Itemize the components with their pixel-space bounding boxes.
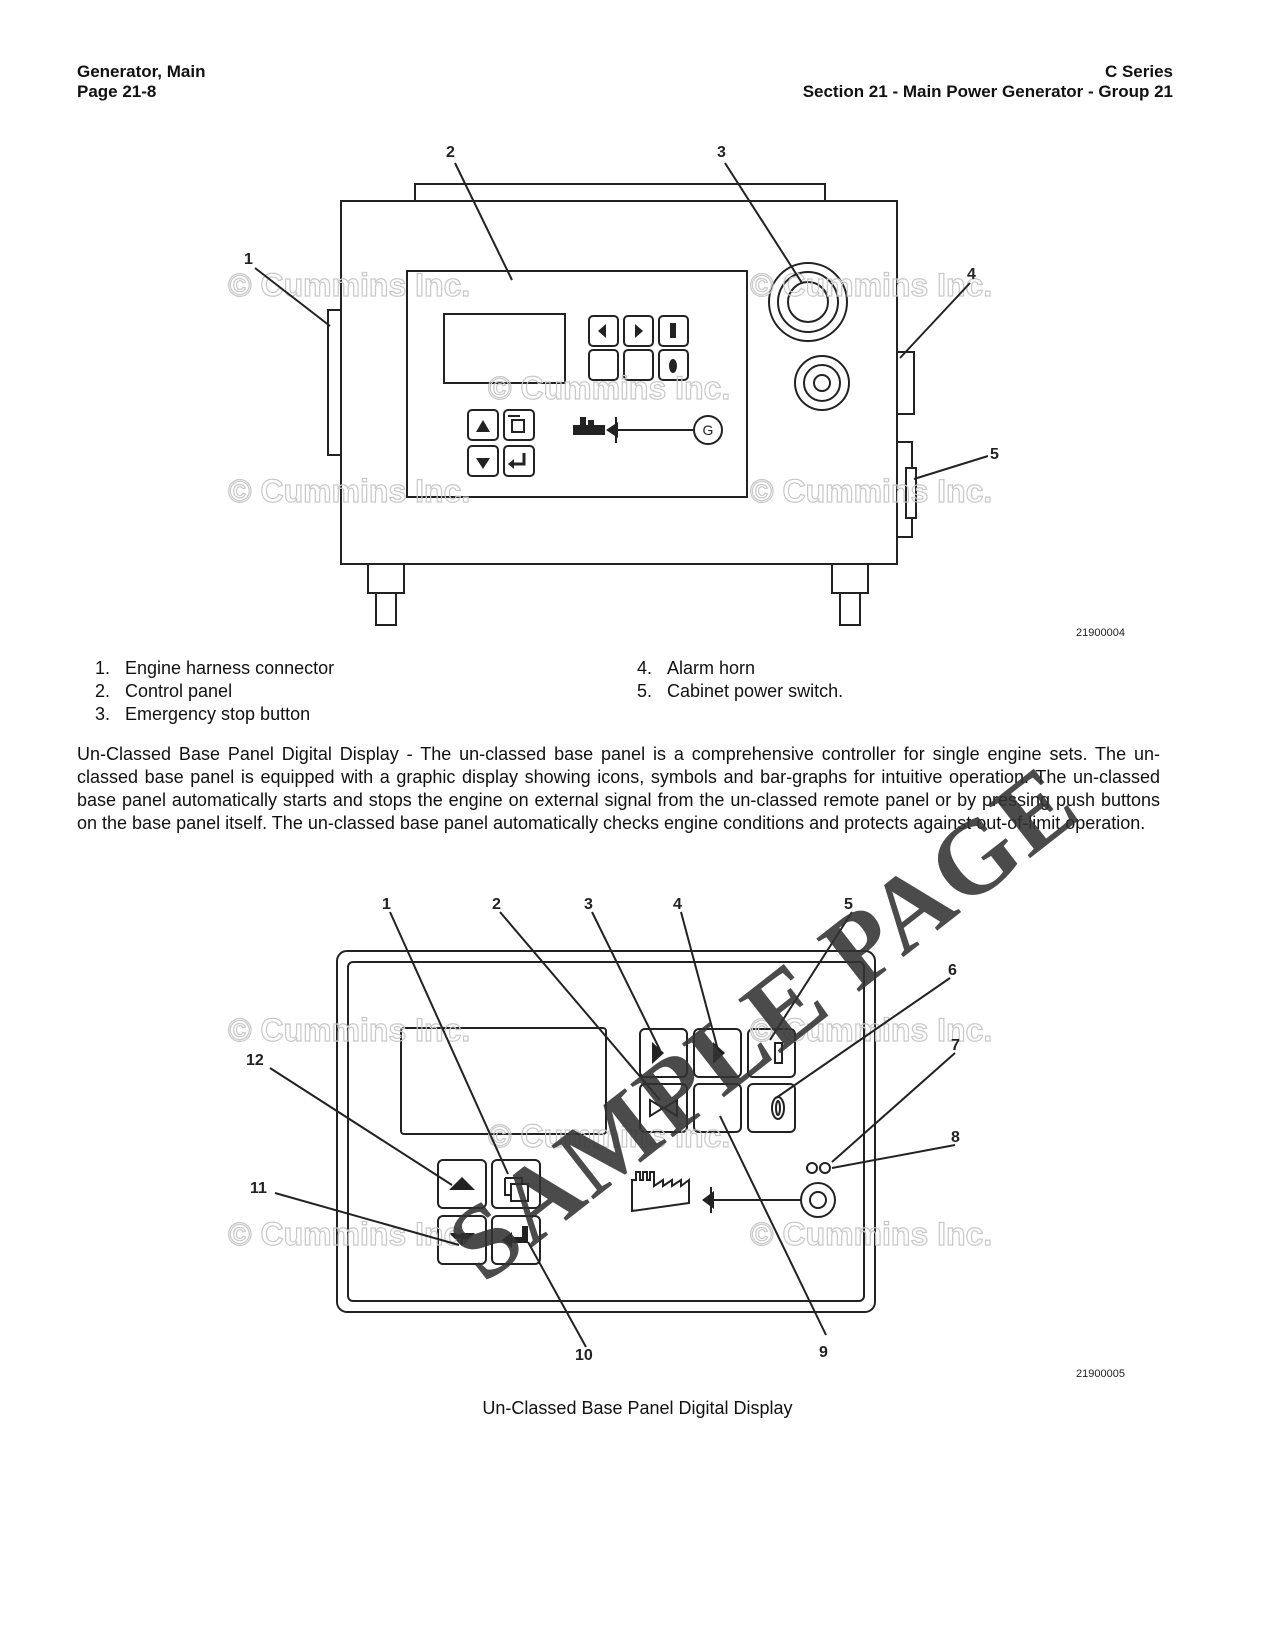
watermark: © Cummins Inc. xyxy=(228,1216,470,1252)
callout-11: 11 xyxy=(250,1180,267,1197)
callout-6: 6 xyxy=(948,962,957,979)
figure-legend-col1: 1.Engine harness connector 2.Control pan… xyxy=(95,657,334,726)
callout-4: 4 xyxy=(967,266,976,283)
callout-8: 8 xyxy=(951,1129,960,1146)
callout-3: 3 xyxy=(584,896,593,913)
section-title: Section 21 - Main Power Generator - Grou… xyxy=(802,82,1173,101)
watermark: © Cummins Inc. xyxy=(750,267,992,303)
page-header-right: C Series Section 21 - Main Power Generat… xyxy=(803,62,1173,102)
legend-item: 1.Engine harness connector xyxy=(95,658,335,678)
figure-id: 21900004 xyxy=(1076,627,1125,639)
callout-12: 12 xyxy=(246,1052,264,1069)
figure-id: 21900005 xyxy=(1076,1368,1125,1380)
legend-item: 4.Alarm horn xyxy=(637,658,756,678)
callout-10: 10 xyxy=(575,1347,593,1364)
legend-item: 2.Control panel xyxy=(95,681,233,701)
watermark: © Cummins Inc. xyxy=(228,473,470,509)
watermark: © Cummins Inc. xyxy=(488,1118,730,1154)
watermark: © Cummins Inc. xyxy=(228,267,470,303)
callout-5: 5 xyxy=(990,446,999,463)
watermark: © Cummins Inc. xyxy=(750,473,992,509)
watermark: © Cummins Inc. xyxy=(228,1012,470,1048)
page-number: Page 21-8 xyxy=(77,82,157,101)
callout-4: 4 xyxy=(673,896,682,913)
watermark: © Cummins Inc. xyxy=(750,1012,992,1048)
page-header-left: Generator, Main Page 21-8 xyxy=(77,62,205,102)
callout-1: 1 xyxy=(244,251,253,268)
figure-caption: Un-Classed Base Panel Digital Display xyxy=(482,1398,793,1418)
figure-legend-col2: 4.Alarm horn 5.Cabinet power switch. xyxy=(637,657,843,703)
callout-1: 1 xyxy=(382,896,391,913)
callout-2: 2 xyxy=(446,144,455,161)
body-paragraph: Un-Classed Base Panel Digital Display - … xyxy=(77,744,1160,833)
legend-item: 3.Emergency stop button xyxy=(95,704,311,724)
watermark: © Cummins Inc. xyxy=(750,1216,992,1252)
callout-2: 2 xyxy=(492,896,501,913)
callout-5: 5 xyxy=(844,896,853,913)
callout-7: 7 xyxy=(951,1037,960,1054)
figure-digital-display: © Cummins Inc. © Cummins Inc. © Cummins … xyxy=(227,896,1125,1380)
series-name: C Series xyxy=(1104,62,1173,81)
callout-3: 3 xyxy=(717,144,726,161)
callout-9: 9 xyxy=(819,1344,828,1361)
figure-control-cabinet: G © Cummins Inc. © Cummins Inc. © Cummin… xyxy=(227,144,1125,639)
document-title: Generator, Main xyxy=(77,62,206,81)
watermark: © Cummins Inc. xyxy=(488,370,730,406)
generator-symbol: G xyxy=(703,422,714,438)
legend-item: 5.Cabinet power switch. xyxy=(637,681,844,701)
